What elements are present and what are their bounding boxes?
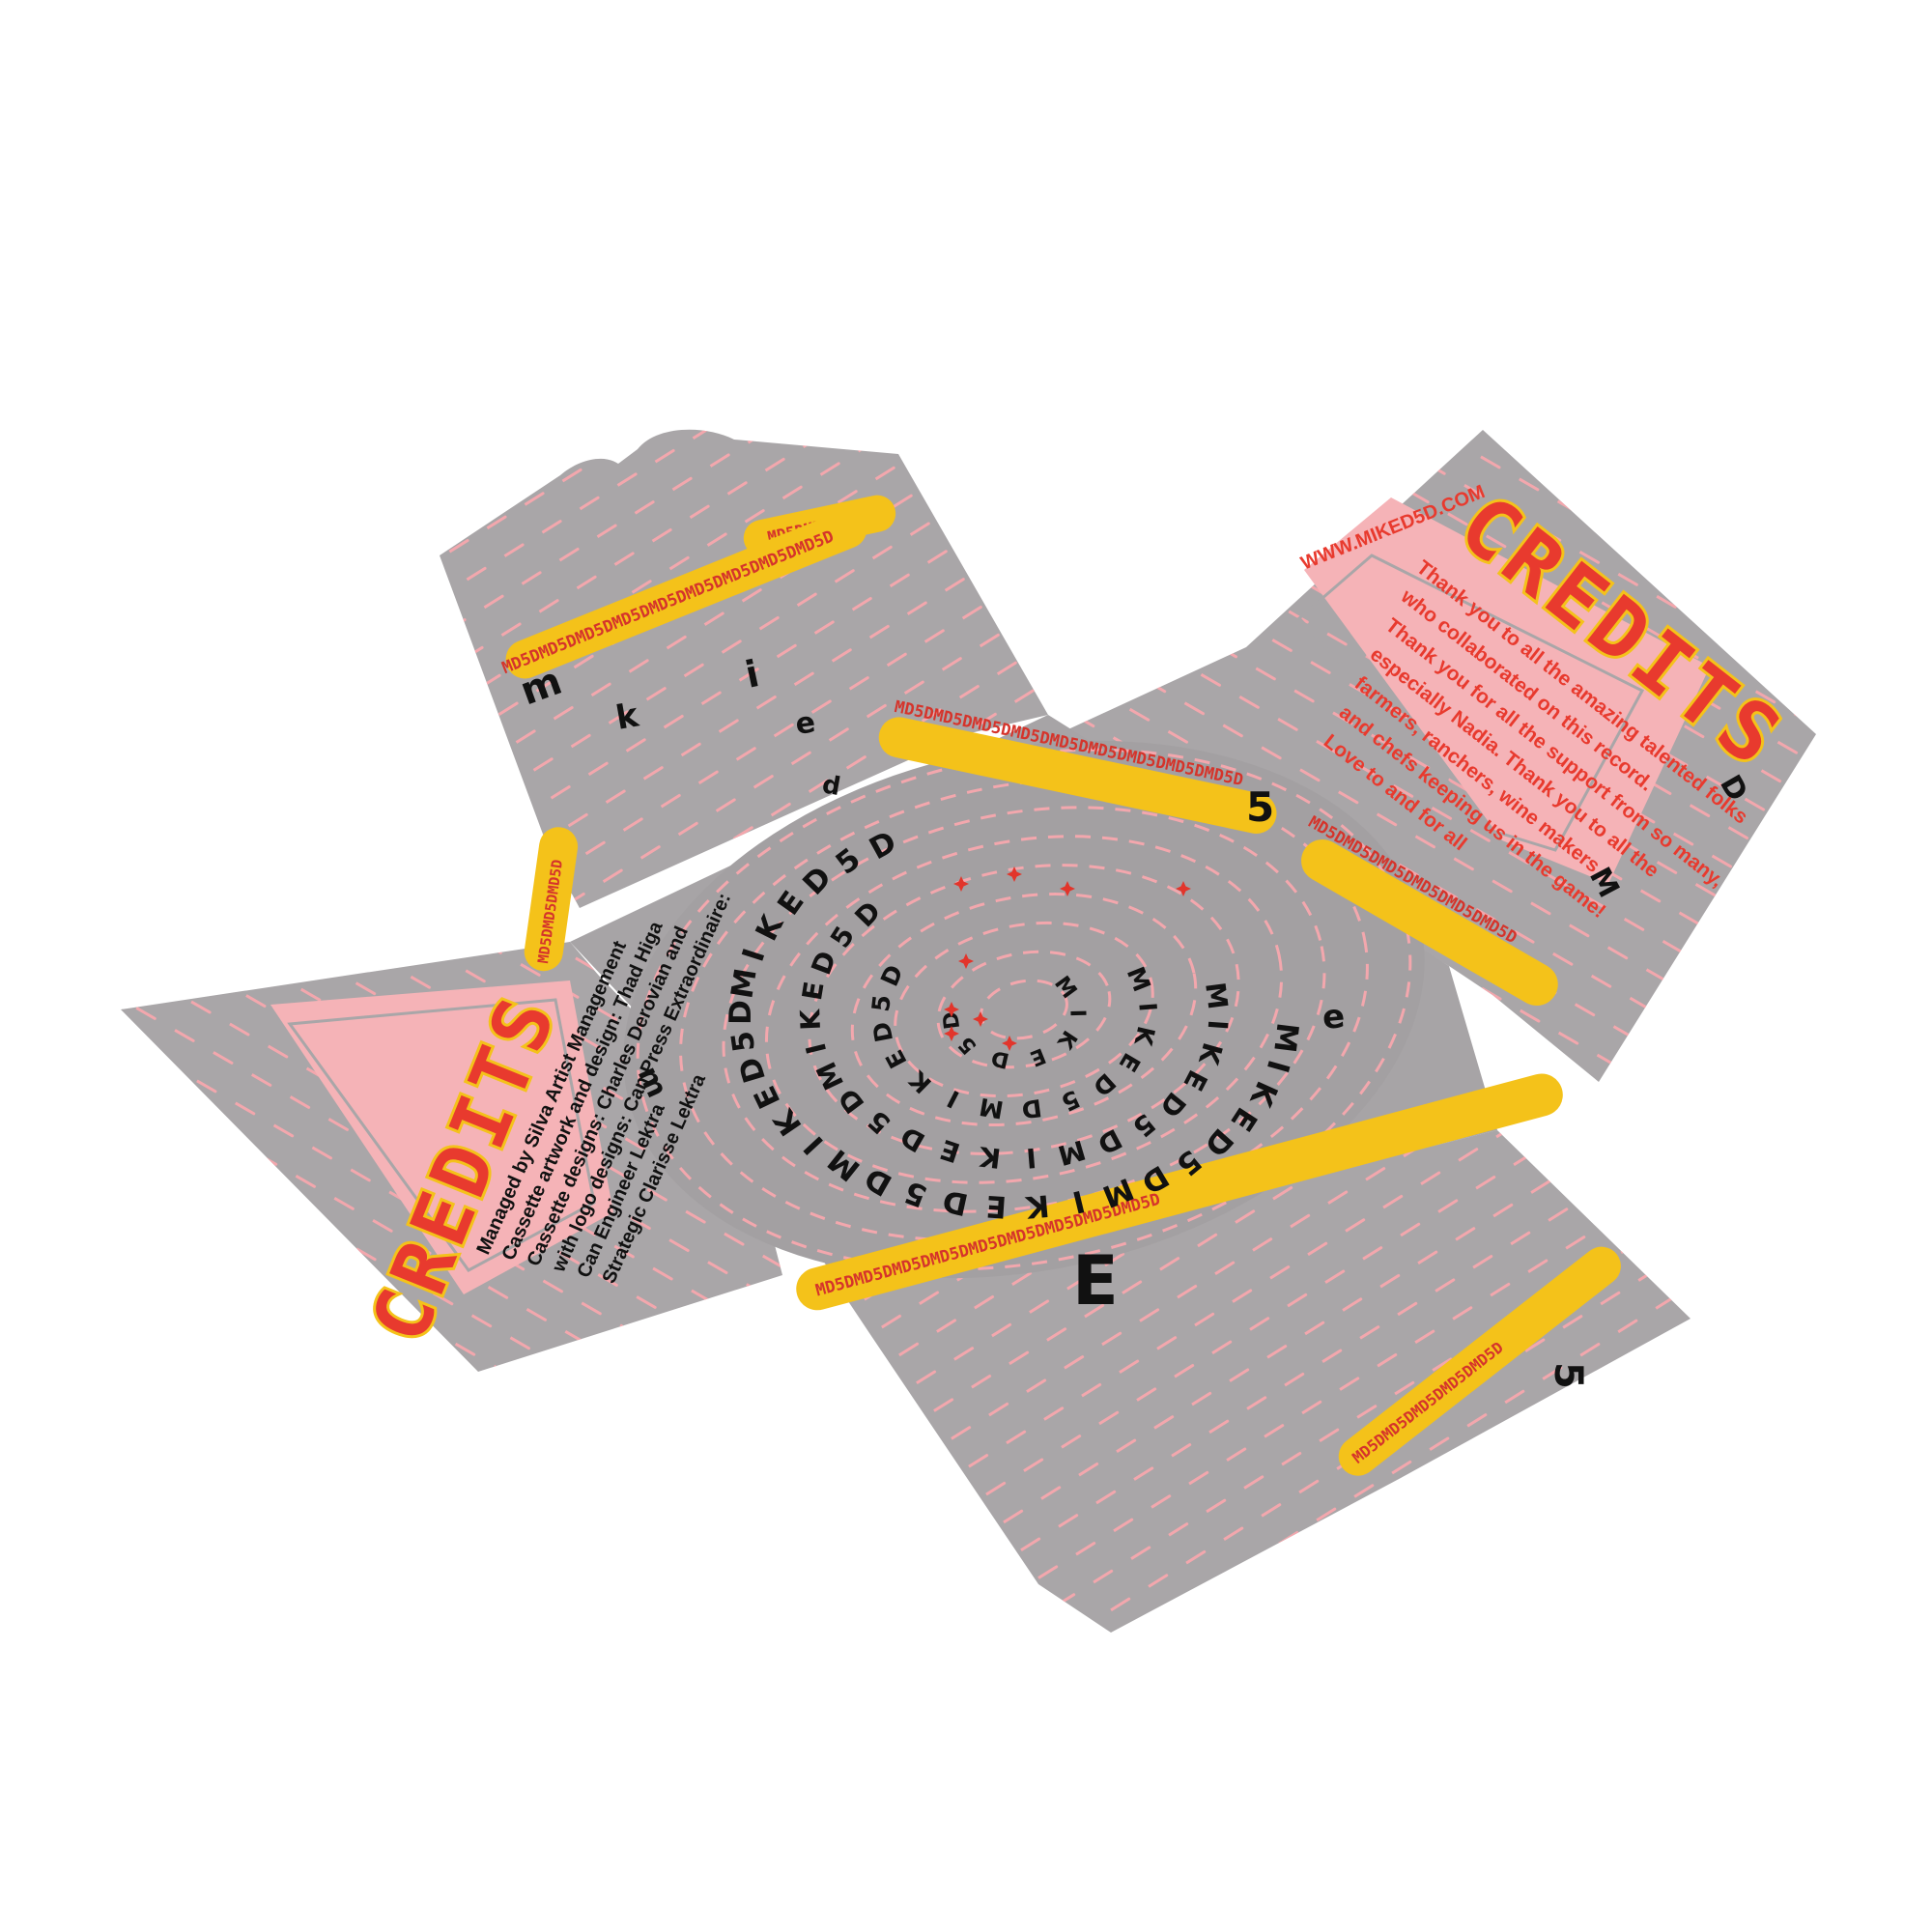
scatter-letter: E [1072, 1241, 1119, 1321]
red-star-accents [944, 867, 1191, 1051]
groove-ring [808, 864, 1240, 1155]
band-left-vertical: MD5DMD5DMD5D [524, 827, 579, 972]
scatter-letter: 5 [1546, 1362, 1590, 1389]
red-star [1002, 1036, 1017, 1051]
spiral-letter: M [1266, 1021, 1304, 1055]
spiral-letter: I [1065, 1009, 1089, 1018]
spiral-letter: 5 [867, 993, 896, 1013]
spiral-letter: D [989, 1045, 1011, 1072]
top-flap [440, 429, 1048, 908]
red-star [1060, 881, 1075, 896]
center-panel [570, 715, 1497, 1290]
spiral-letter: K [794, 1008, 827, 1031]
spiral-letter: 5 [724, 1029, 762, 1054]
groove-ring [850, 893, 1198, 1126]
spiral-letter: D [939, 1010, 965, 1031]
scatter-letter: e [1321, 997, 1346, 1037]
spiral-letter: M [724, 966, 763, 1001]
red-star [1176, 881, 1191, 896]
red-star [973, 1011, 988, 1027]
spiral-letter: E [985, 1188, 1009, 1224]
red-star [953, 876, 969, 892]
red-star [944, 1026, 959, 1041]
red-star [1007, 867, 1022, 882]
spiral-letter: I [1025, 1142, 1037, 1175]
groove-ring [764, 835, 1284, 1184]
spiral-letter: M [1199, 980, 1234, 1011]
spiral-letter: D [724, 1000, 758, 1025]
groove-ring [936, 950, 1112, 1069]
left-card-inner-border [287, 998, 596, 1272]
right-flap [1058, 430, 1816, 1082]
right-card-inner-border [1296, 554, 1645, 852]
spiral-letter: I [1202, 1019, 1235, 1032]
scatter-letter: d [820, 770, 843, 802]
spiral-letter: D [1020, 1094, 1043, 1123]
spiral-letter: M [978, 1093, 1006, 1124]
spiral-letter: K [1024, 1187, 1051, 1224]
record-disc [623, 740, 1425, 1279]
groove-ring [894, 921, 1154, 1098]
scatter-letter: e [793, 705, 817, 741]
spiral-letter: I [1133, 1002, 1162, 1012]
groove-ring [679, 777, 1369, 1242]
left-card-body [270, 980, 613, 1294]
red-star [958, 953, 974, 969]
groove-ring [722, 806, 1326, 1213]
scatter-letter: 5 [1246, 783, 1274, 831]
right-card-body [1304, 497, 1710, 884]
red-star [944, 1002, 959, 1017]
